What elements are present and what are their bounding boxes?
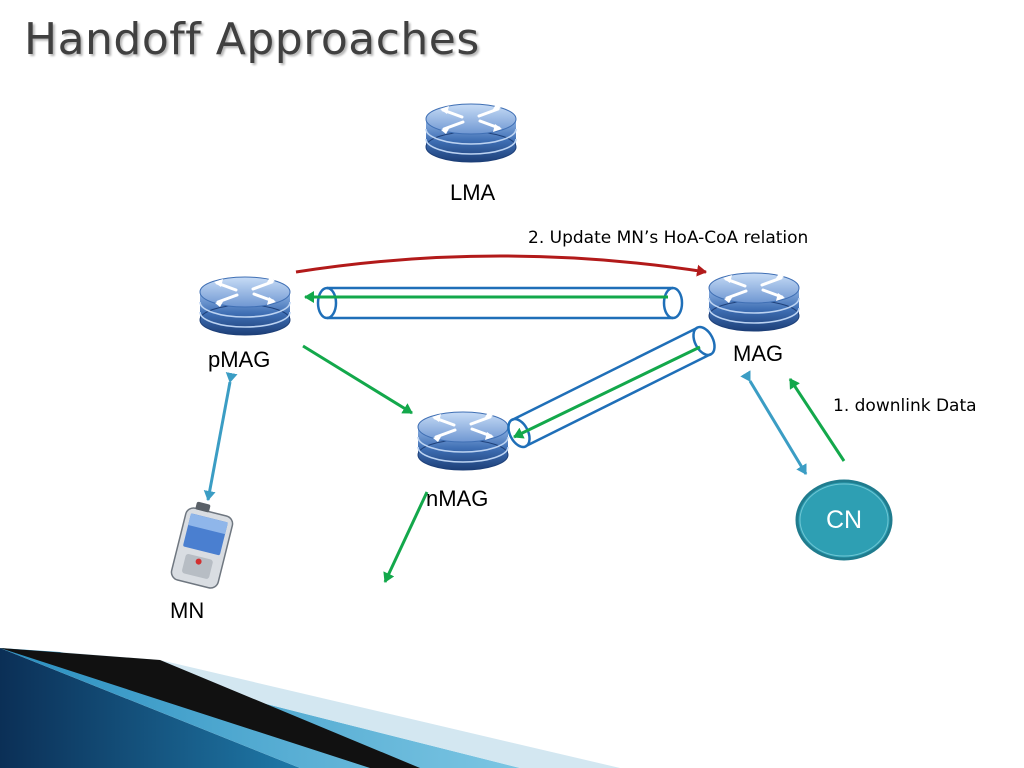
- link-arrow-mag-cn: [740, 370, 808, 475]
- data-arrow-cn-to-mag: [788, 378, 846, 462]
- tunnel-mag-nmag: [507, 325, 716, 449]
- slide-title: Handoff Approaches: [24, 14, 480, 65]
- data-arrow-mag-to-nmag: [513, 345, 701, 439]
- pmag-label: pMAG: [208, 347, 271, 372]
- update-arrow: [295, 254, 707, 277]
- nmag-label: nMAG: [426, 486, 489, 511]
- data-arrow-nmag-down: [383, 491, 429, 583]
- cn-label: CN: [825, 505, 863, 534]
- cn-node: [795, 479, 893, 561]
- link-arrow-pmag-mn: [203, 372, 238, 501]
- data-arrow-pmag-to-nmag: [302, 344, 413, 415]
- pmag-router-icon: [198, 275, 292, 337]
- mag-router-icon: [707, 271, 801, 333]
- lma-label: LMA: [450, 180, 496, 205]
- bottom-swoosh-decoration: [0, 648, 620, 768]
- update-annotation: 2. Update MN’s HoA-CoA relation: [528, 228, 809, 248]
- downlink-annotation: 1. downlink Data: [833, 396, 977, 416]
- tunnel-pmag-mag: [316, 286, 684, 320]
- nmag-router-icon: [416, 410, 510, 472]
- mn-label: MN: [170, 598, 205, 623]
- mobile-phone-icon: [170, 501, 234, 589]
- mag-label: MAG: [733, 341, 784, 366]
- lma-router-icon: [424, 102, 518, 164]
